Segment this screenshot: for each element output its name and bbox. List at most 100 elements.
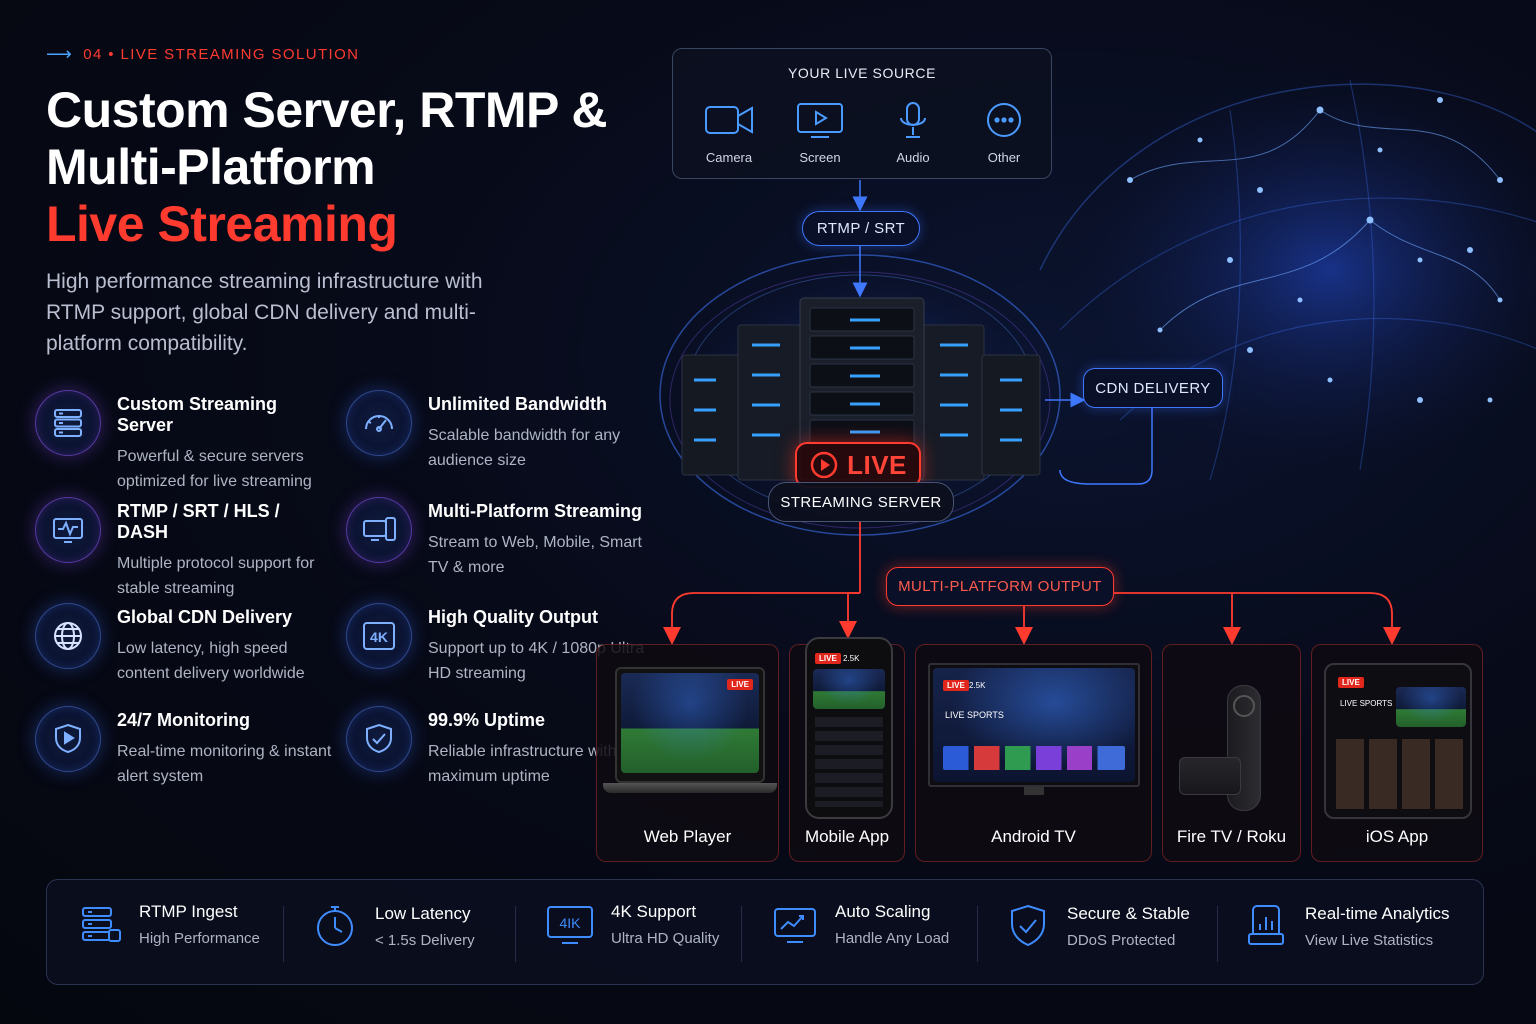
server-icon	[35, 390, 101, 456]
title-line-3: Live Streaming	[46, 196, 398, 252]
feature-title: Unlimited Bandwidth	[428, 394, 607, 414]
device-mobile-app[interactable]: LIVE 2.5K Mobile App	[789, 637, 905, 862]
source-camera[interactable]: Camera	[689, 101, 769, 165]
bottom-item-title: 4K Support	[611, 902, 697, 921]
source-label: Other	[987, 150, 1021, 165]
device-label: Android TV	[991, 827, 1076, 846]
streaming-server-label: STREAMING SERVER	[768, 482, 954, 522]
bottom-item-sub: View Live Statistics	[1305, 931, 1434, 949]
screen-viewer-count: 2.5K	[843, 654, 860, 663]
feature-desc: Multiple protocol support for stable str…	[117, 555, 315, 597]
stopwatch-icon	[317, 906, 353, 946]
bottom-item-title: Real-time Analytics	[1305, 903, 1450, 923]
live-source-title: YOUR LIVE SOURCE	[787, 65, 937, 81]
screen-live-tag: LIVE	[943, 680, 969, 691]
eyebrow-text: 04 • LIVE STREAMING SOLUTION	[83, 45, 360, 63]
bottom-item-sub: < 1.5s Delivery	[375, 931, 475, 949]
bottom-item-sub: Handle Any Load	[835, 930, 950, 947]
phone-graphic: LIVE 2.5K	[805, 637, 893, 819]
source-label: Camera	[705, 150, 753, 165]
divider	[1217, 906, 1218, 962]
arrow-right-icon: ⟶	[46, 44, 74, 64]
feature-desc: Scalable bandwidth for any audience size	[428, 427, 621, 469]
source-other[interactable]: Other	[964, 101, 1044, 165]
feature-title: Global CDN Delivery	[117, 607, 293, 627]
page-title: Custom Server, RTMP & Multi-Platform Liv…	[46, 82, 607, 253]
feature-title: Multi-Platform Streaming	[428, 501, 643, 521]
monitor-shield-icon	[35, 706, 101, 772]
feature-title: 24/7 Monitoring	[117, 710, 251, 730]
device-label: iOS App	[1365, 827, 1429, 846]
device-fire-tv-roku[interactable]: Fire TV / Roku	[1162, 644, 1301, 862]
analytics-icon	[1248, 905, 1284, 945]
live-source-box: YOUR LIVE SOURCE Camera Screen Audio Oth…	[672, 48, 1052, 179]
bottom-item-title: Low Latency	[375, 903, 471, 923]
pulse-monitor-icon	[35, 497, 101, 563]
bottom-item-sub: DDoS Protected	[1067, 931, 1176, 949]
output-connectors	[663, 522, 1401, 645]
feature-desc: Stream to Web, Mobile, Smart TV & more	[428, 534, 642, 576]
screen-live-tag: LIVE	[727, 679, 753, 690]
multi-platform-output-pill: MULTI-PLATFORM OUTPUT	[886, 567, 1114, 606]
screen-live-sports: LIVE SPORTS	[1340, 699, 1393, 708]
feature-desc: Low latency, high speed content delivery…	[117, 640, 305, 682]
title-line-2: Multi-Platform	[46, 139, 376, 195]
source-screen[interactable]: Screen	[780, 101, 860, 165]
bottom-item-sub: High Performance	[139, 930, 260, 947]
source-label: Screen	[799, 150, 841, 165]
ingest-server-icon	[82, 906, 121, 942]
bottom-item-title: Secure & Stable	[1067, 903, 1190, 923]
cdn-delivery-pill: CDN DELIVERY	[1083, 368, 1223, 408]
more-icon	[987, 103, 1021, 137]
laptop-graphic: LIVE	[603, 667, 777, 797]
bottom-item-low-latency: Low Latency < 1.5s Delivery	[311, 902, 475, 950]
server-rack-graphic	[681, 297, 1041, 481]
device-web-player[interactable]: LIVE Web Player	[596, 644, 779, 862]
svg-text:4IK: 4IK	[559, 915, 581, 931]
feature-title: High Quality Output	[428, 607, 598, 627]
section-eyebrow: ⟶ 04 • LIVE STREAMING SOLUTION	[46, 45, 359, 63]
device-ios-app[interactable]: LIVE LIVE SPORTS iOS App	[1311, 644, 1483, 862]
svg-text:4K: 4K	[370, 629, 388, 645]
devices-icon	[346, 497, 412, 563]
shield-check-icon	[1011, 904, 1045, 947]
screen-icon	[797, 103, 843, 138]
feature-protocols: RTMP / SRT / HLS / DASH Multiple protocol…	[35, 497, 335, 601]
shield-check-icon	[346, 706, 412, 772]
divider	[515, 906, 516, 962]
device-label: Web Player	[643, 827, 732, 846]
screen-live-sports: LIVE SPORTS	[945, 710, 1004, 720]
bottom-item-sub: Ultra HD Quality	[611, 930, 720, 947]
divider	[741, 906, 742, 962]
speedometer-icon	[346, 390, 412, 456]
feature-desc: Reliable infrastructure with maximum upt…	[428, 743, 617, 785]
scaling-monitor-icon	[774, 907, 816, 943]
camera-icon	[705, 106, 753, 134]
feature-desc: Powerful & secure servers optimized for …	[117, 448, 312, 490]
screen-live-tag: LIVE	[1338, 677, 1364, 688]
live-badge-label: LIVE	[847, 449, 907, 480]
page-subtitle: High performance streaming infrastructur…	[46, 270, 483, 355]
4k-monitor-icon: 4IK	[547, 905, 593, 944]
source-audio[interactable]: Audio	[873, 101, 953, 165]
feature-desc: Real-time monitoring & instant alert sys…	[117, 743, 332, 785]
bottom-item-title: Auto Scaling	[835, 902, 931, 921]
feature-title: RTMP / SRT / HLS / DASH	[117, 501, 280, 542]
tv-graphic: LIVE 2.5K LIVE SPORTS	[928, 663, 1140, 795]
live-badge: LIVE	[795, 442, 921, 488]
title-line-1: Custom Server, RTMP &	[46, 82, 607, 138]
screen-live-tag: LIVE	[815, 653, 841, 664]
device-android-tv[interactable]: LIVE 2.5K LIVE SPORTS Android TV	[915, 644, 1152, 862]
